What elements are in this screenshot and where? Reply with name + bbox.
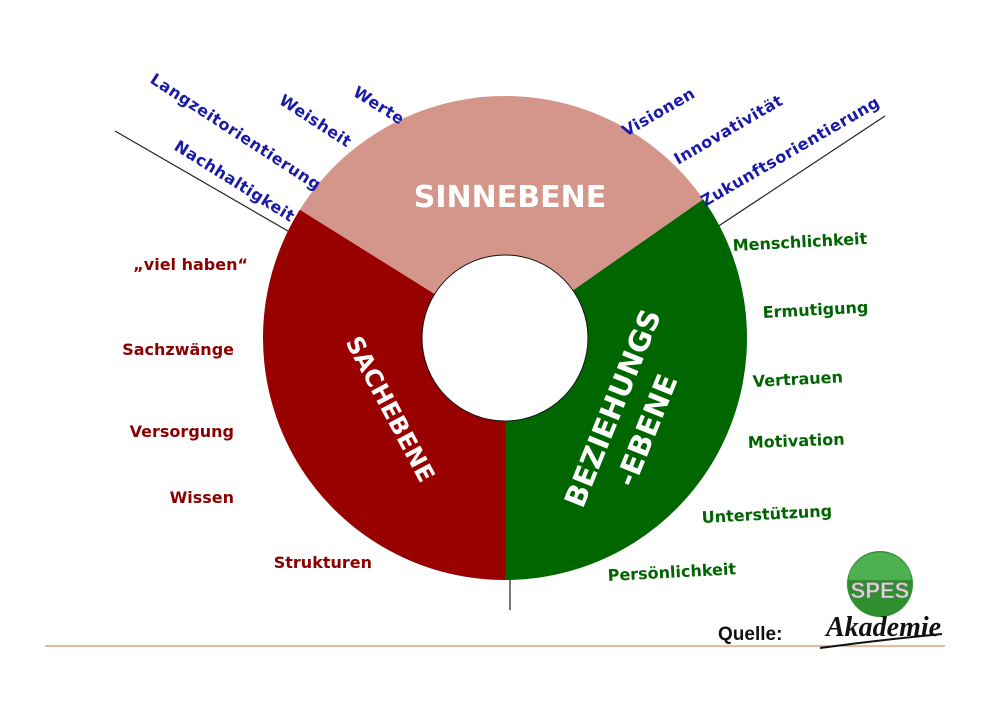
bez-label-unterstuetzung: Unterstützung (701, 501, 832, 527)
divider-line-left (114, 130, 301, 239)
center-hole (421, 254, 589, 422)
logo-underline (819, 633, 943, 649)
sinn-label-weisheit: Weisheit (276, 90, 355, 151)
sach-label-strukturen: Strukturen (274, 553, 372, 572)
sinn-label-zukunftsorientierung: Zukunftsorientierung (698, 92, 884, 210)
source-label: Quelle: (718, 624, 782, 645)
sach-label-viel-haben: „viel haben“ (133, 255, 248, 274)
sinn-label-werte: Werte (350, 82, 408, 128)
logo-badge-text: SPES (851, 578, 910, 603)
sach-label-versorgung: Versorgung (130, 422, 234, 441)
sinn-label-visionen: Visionen (619, 83, 699, 140)
segment-title-sinnebene: SINNEBENE (414, 180, 606, 215)
sachebene-labels: „viel haben“ Sachzwänge Versorgung Wisse… (122, 255, 372, 572)
segment-beziehungsebene (505, 199, 747, 580)
sach-label-wissen: Wissen (170, 488, 234, 507)
segment-sachebene (262, 209, 505, 581)
bez-label-ermutigung: Ermutigung (762, 297, 869, 322)
spes-akademie-logo: SPES Akademie (819, 551, 943, 649)
bez-label-motivation: Motivation (747, 430, 844, 452)
logo-script-text: Akademie (824, 612, 941, 643)
bez-label-vertrauen: Vertrauen (752, 367, 843, 391)
sach-label-sachzwaenge: Sachzwänge (122, 340, 234, 359)
divider-line-right (704, 115, 886, 236)
bez-label-persoenlichkeit: Persönlichkeit (607, 559, 737, 585)
segment-sinnebene (299, 96, 704, 295)
bez-label-menschlichkeit: Menschlichkeit (732, 229, 868, 255)
logo-badge-highlight (849, 552, 911, 580)
